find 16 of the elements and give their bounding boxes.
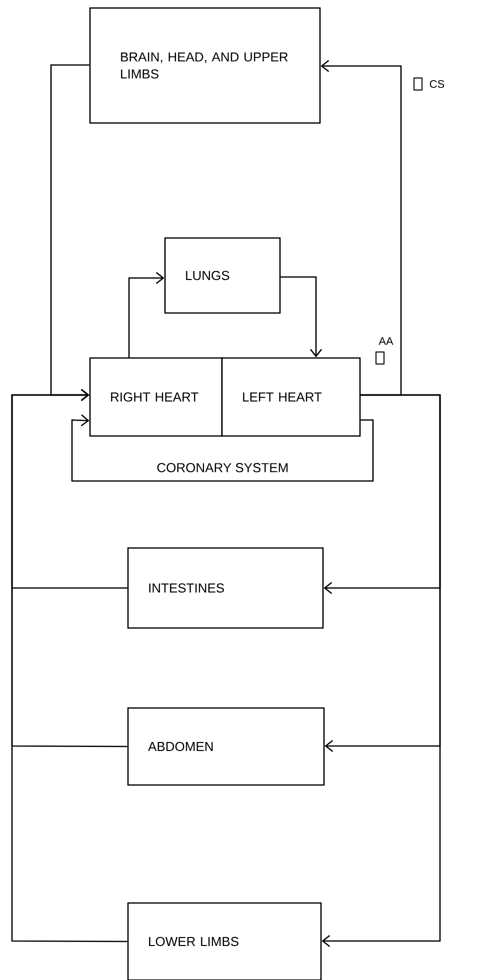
arrow (71, 414, 374, 482)
arrow (128, 272, 164, 358)
arrow (320, 60, 402, 396)
process-box: RIGHT HEART (89, 357, 223, 437)
arrow (322, 394, 441, 948)
process-box: INTESTINES (127, 547, 324, 629)
edge-label: CORONARY SYSTEM (156, 462, 290, 474)
arrow (280, 276, 322, 358)
process-box: LOWER LIMBS (127, 902, 322, 980)
process-box: LEFT HEART (221, 357, 361, 437)
process-box: ABDOMEN (127, 707, 325, 786)
vessel-label: AA (378, 337, 394, 345)
process-box: LUNGS (164, 237, 281, 314)
vessel-label: CS (430, 80, 444, 88)
arrow (11, 389, 128, 942)
process-box: BRAIN, HEAD, AND UPPER LIMBS (89, 7, 321, 124)
